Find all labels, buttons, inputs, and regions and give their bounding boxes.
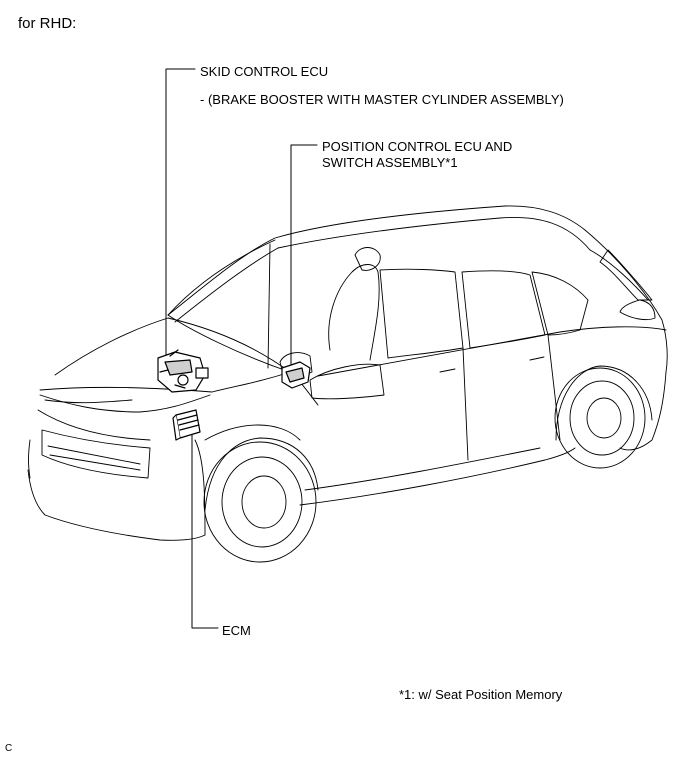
rear-wheel-rim — [569, 380, 635, 456]
leader-ecm — [191, 431, 219, 629]
rear-wheel-tire — [554, 367, 646, 469]
leader-position-control-ecu — [290, 144, 318, 373]
front-wheel-tire — [203, 441, 317, 563]
rocker-line — [299, 447, 576, 506]
car-body — [27, 205, 668, 541]
rear-hatch — [589, 249, 653, 301]
driver-seat — [309, 247, 385, 400]
position-control-ecu-component — [281, 361, 311, 389]
quarter-window — [531, 271, 589, 336]
front-fender — [194, 424, 301, 536]
front-wheel-rim — [221, 456, 303, 548]
skid-control-ecu-label: SKID CONTROL ECU — [200, 64, 329, 79]
front-side-window — [379, 268, 464, 359]
footnote: *1: w/ Seat Position Memory — [399, 687, 563, 702]
rear-side-window — [461, 270, 546, 349]
corner-code: C — [5, 743, 13, 754]
hood — [54, 317, 291, 393]
leader-lines — [165, 68, 318, 629]
windshield — [167, 239, 279, 323]
leader-skid-control-ecu — [165, 68, 196, 361]
skid-control-ecu-component — [157, 349, 209, 393]
ecm-label: ECM — [222, 623, 251, 638]
ecm-component — [172, 409, 201, 441]
headlight — [39, 394, 211, 413]
roof-outline — [167, 205, 668, 373]
front-bumper — [27, 469, 206, 541]
wheels — [203, 365, 653, 563]
skid-control-ecu-sublabel: - (BRAKE BOOSTER WITH MASTER CYLINDER AS… — [200, 92, 564, 107]
page-header: for RHD: — [18, 15, 77, 32]
grille — [41, 429, 151, 479]
position-control-ecu-label: POSITION CONTROL ECU AND SWITCH ASSEMBLY… — [322, 139, 513, 170]
